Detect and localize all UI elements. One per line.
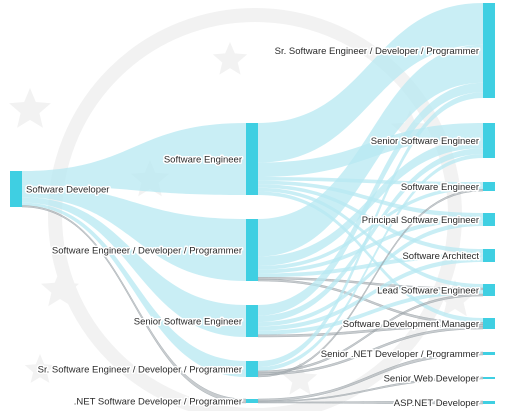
node-label: Senior Software Engineer — [371, 136, 479, 147]
sankey-link[interactable] — [258, 154, 483, 371]
sankey-node[interactable] — [483, 182, 495, 191]
nodes-layer — [10, 3, 495, 404]
node-label: Principal Software Engineer — [362, 215, 479, 226]
watermark-star — [212, 42, 248, 75]
node-label-text: Software Engineer — [164, 155, 242, 166]
node-label: Senior Web Developer — [384, 374, 479, 385]
sankey-node[interactable] — [246, 123, 258, 195]
sankey-link[interactable] — [258, 92, 483, 368]
sankey-node[interactable] — [246, 219, 258, 281]
watermark-star — [41, 270, 79, 307]
sankey-node[interactable] — [483, 352, 495, 355]
sankey-link[interactable] — [22, 123, 246, 195]
sankey-node[interactable] — [246, 361, 258, 377]
node-label-text: Sr. Software Engineer / Developer / Prog… — [275, 46, 479, 57]
sankey-node[interactable] — [483, 318, 495, 329]
node-label-text: Senior Software Engineer — [371, 136, 479, 147]
sankey-link[interactable] — [22, 197, 246, 337]
node-label-text: Senior Software Engineer — [134, 317, 242, 328]
node-label-text: Software Engineer / Developer / Programm… — [52, 246, 242, 257]
node-label-text: Principal Software Engineer — [362, 215, 479, 226]
sankey-link[interactable] — [22, 202, 246, 377]
sankey-link[interactable] — [258, 253, 483, 278]
watermark-star — [24, 354, 56, 383]
sankey-link[interactable] — [258, 191, 483, 323]
node-label: Sr. Software Engineer / Developer / Prog… — [38, 365, 242, 376]
sankey-link[interactable] — [22, 185, 246, 281]
sankey-node[interactable] — [483, 213, 495, 226]
links-layer — [21, 3, 484, 405]
node-label-text: Software Engineer — [401, 182, 479, 193]
node-label: Sr. Software Engineer / Developer / Prog… — [275, 46, 479, 57]
node-label-text: Software Architect — [402, 251, 479, 262]
node-label: Lead Software Engineer — [377, 286, 479, 297]
node-label-text: .NET Software Developer / Programmer — [74, 397, 242, 408]
sankey-link[interactable] — [258, 290, 483, 335]
sankey-link[interactable] — [258, 3, 483, 163]
sankey-link[interactable] — [258, 148, 483, 323]
sankey-node[interactable] — [483, 401, 495, 404]
sankey-node[interactable] — [10, 171, 22, 207]
sankey-node[interactable] — [483, 123, 495, 158]
sankey-link[interactable] — [258, 257, 483, 331]
node-label-text: Senior .NET Developer / Programmer — [321, 349, 479, 360]
node-label-text: Software Development Manager — [343, 319, 479, 330]
sankey-node[interactable] — [483, 284, 495, 296]
node-label: Software Architect — [402, 251, 479, 262]
node-label-text: Lead Software Engineer — [377, 286, 479, 297]
sankey-link[interactable] — [258, 221, 483, 327]
node-label-text: Sr. Software Engineer / Developer / Prog… — [38, 365, 242, 376]
node-label: Software Engineer / Developer / Programm… — [52, 246, 242, 257]
node-label: .NET Software Developer / Programmer — [74, 397, 242, 408]
node-label: Software Engineer — [164, 155, 242, 166]
sankey-node[interactable] — [483, 249, 495, 262]
node-label-text: Senior Web Developer — [384, 374, 479, 385]
sankey-link[interactable] — [258, 217, 483, 274]
sankey-node[interactable] — [246, 305, 258, 337]
sankey-node[interactable] — [483, 3, 495, 98]
node-label: Senior Software Engineer — [134, 317, 242, 328]
node-label: Senior .NET Developer / Programmer — [321, 349, 479, 360]
sankey-link[interactable] — [258, 82, 483, 316]
sankey-node[interactable] — [246, 399, 258, 403]
sankey-link[interactable] — [258, 184, 483, 254]
node-label-text: Software Developer — [26, 185, 109, 196]
node-label: Software Engineer — [401, 182, 479, 193]
node-label: Software Developer — [26, 185, 109, 196]
node-label-text: ASP.NET Developer — [394, 398, 479, 409]
watermark-star — [436, 280, 474, 317]
node-label: ASP.NET Developer — [394, 398, 479, 409]
watermark-star — [9, 88, 51, 128]
sankey-link[interactable] — [258, 44, 483, 257]
node-label: Software Development Manager — [343, 319, 479, 330]
watermark-star — [282, 362, 318, 395]
sankey-link[interactable] — [258, 177, 483, 186]
sankey-node[interactable] — [483, 377, 495, 379]
